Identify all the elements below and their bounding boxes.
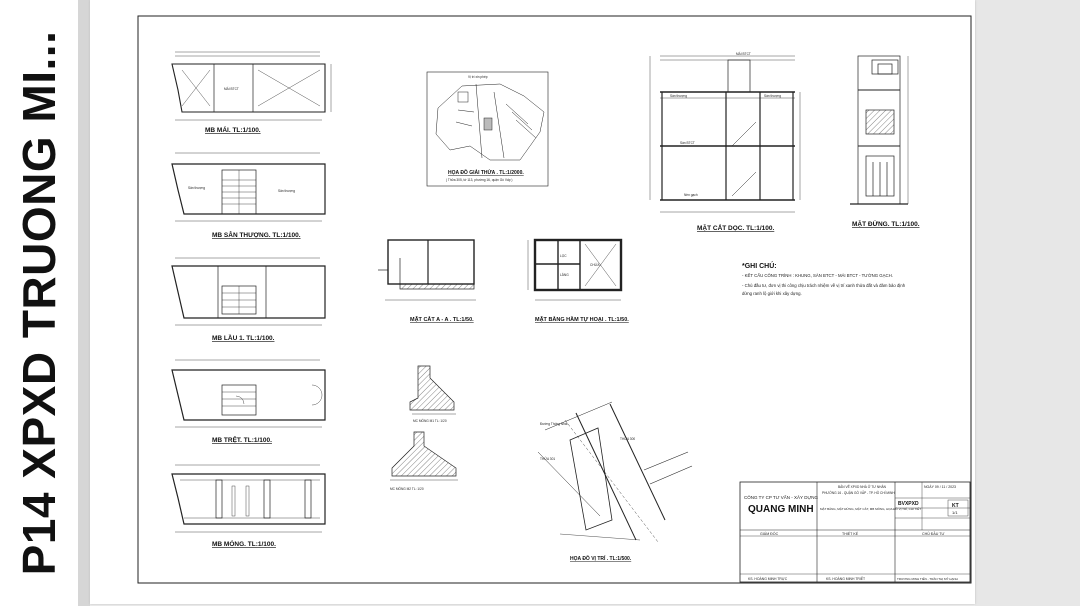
septic-label-3: CHỨA bbox=[590, 262, 600, 267]
section-terrace-label-2: Sàn thượng bbox=[764, 94, 781, 98]
section-roof-label: MÁI BTCT bbox=[736, 52, 751, 56]
footing-m1-title: MC MÓNG M1 TL: 1/20 bbox=[413, 418, 447, 423]
notes-line-2: - Chủ đầu tư, đơn vị thi công chịu trách… bbox=[742, 283, 906, 288]
longitudinal-section-title: MẶT CẮT DỌC. TL:1/100. bbox=[697, 223, 774, 232]
terrace-plan-title: MB SÂN THƯỢNG. TL:1/100. bbox=[212, 230, 301, 239]
section-terrace-label-1: Sàn thượng bbox=[670, 94, 687, 98]
vertical-title: P14 XPXD TRUONG MI... bbox=[13, 30, 65, 576]
site-location-plan bbox=[537, 401, 693, 543]
septic-tank-plan bbox=[527, 238, 623, 301]
role-designer: THIẾT KẾ bbox=[842, 531, 859, 536]
foundation-plan bbox=[171, 464, 326, 533]
left-title-bar: P14 XPXD TRUONG MI... bbox=[0, 0, 78, 606]
terrace-plan bbox=[171, 152, 326, 222]
drawing-contents: MẶT BẰNG, MẶT ĐỨNG, MẶT CẮT, MB MÓNG, HỌ… bbox=[820, 506, 921, 511]
drawing-canvas: MÁI BTCT MB MÁI. TL:1/100. Sân thượng Sâ… bbox=[137, 15, 972, 584]
notes-title: *GHI CHÚ: bbox=[742, 261, 777, 270]
role-director: GIÁM ĐỐC bbox=[760, 531, 779, 536]
drawing-number: BVXPXD bbox=[898, 501, 919, 507]
signature-director: KS. HOÀNG MINH TRỰC bbox=[748, 577, 788, 581]
sheet-label: KT bbox=[952, 503, 959, 509]
right-gutter bbox=[975, 0, 1080, 606]
roof-label: MÁI BTCT bbox=[224, 87, 239, 91]
footing-m2-title: MC MÓNG M2 TL: 1/20 bbox=[390, 486, 424, 491]
project-line-2: PHƯỜNG 16 - QUẬN GÒ VẤP - TP. HỒ CHÍ MIN… bbox=[822, 490, 895, 495]
floor1-plan bbox=[171, 257, 326, 326]
ground-plan bbox=[171, 359, 326, 428]
front-elevation-title: MẶT ĐỨNG. TL:1/100. bbox=[852, 219, 920, 228]
cadastral-map bbox=[426, 71, 549, 187]
front-elevation bbox=[850, 55, 909, 205]
site-road-label: Đường Thống Nhất bbox=[540, 422, 568, 426]
septic-tank-title: MẶT BẰNG HẦM TỰ HOẠI . TL:1/50. bbox=[535, 315, 629, 323]
project-line-1: BẢN VẼ XPXD NHÀ Ở TƯ NHÂN bbox=[838, 484, 887, 489]
title-block bbox=[739, 481, 971, 583]
foundation-plan-title: MB MÓNG. TL:1/100. bbox=[212, 539, 276, 548]
longitudinal-section bbox=[649, 55, 801, 213]
notes-line-1: - KẾT CẤU CÔNG TRÌNH : KHUNG, SÀN BTCT -… bbox=[742, 273, 893, 278]
cadastral-marker: Vị trí xin phép bbox=[468, 75, 488, 79]
signature-designer: KS. HOÀNG MINH TRIẾT bbox=[826, 576, 865, 581]
date-label: NGÀY 09 / 11 / 2023 bbox=[924, 485, 956, 489]
notes-line-3: dừng ranh lộ giới khi xây dựng. bbox=[742, 291, 802, 296]
sheet-border bbox=[137, 15, 972, 584]
cadastral-subtitle: ( Thửa 305, tờ 113, phường 16, quận Gò V… bbox=[446, 178, 512, 182]
drawing-sheet: MÁI BTCT MB MÁI. TL:1/100. Sân thượng Sâ… bbox=[90, 0, 975, 604]
roof-plan-title: MB MÁI. TL:1/100. bbox=[205, 125, 261, 134]
site-lot-left: THỬA 301 bbox=[540, 456, 555, 461]
septic-label-2: LẮNG bbox=[560, 272, 569, 277]
section-ground-label: Nền gạch bbox=[684, 193, 698, 197]
sheet-of: 1/1 bbox=[952, 510, 958, 515]
footing-m1-section bbox=[409, 365, 456, 415]
ground-plan-title: MB TRỆT. TL:1/100. bbox=[212, 435, 272, 444]
terrace-label-left: Sân thượng bbox=[188, 186, 205, 190]
section-slab-label: Sàn BTCT bbox=[680, 141, 695, 145]
roof-plan bbox=[171, 51, 332, 121]
company-line: CÔNG TY CP TƯ VẤN - XÂY DỰNG bbox=[744, 494, 819, 500]
cadastral-title: HỌA ĐỒ GIẢI THỬA . TL:1/2000. bbox=[448, 169, 524, 176]
site-plan-title: HỌA ĐỒ VỊ TRÍ . TL:1/500. bbox=[570, 554, 632, 562]
section-a-a-title: MẶT CẮT A - A . TL:1/50. bbox=[410, 315, 474, 323]
company-name: QUANG MINH bbox=[748, 504, 814, 515]
septic-label-1: LỌC bbox=[560, 254, 567, 258]
footing-m2-section bbox=[390, 431, 458, 481]
left-gutter bbox=[78, 0, 90, 606]
floor1-plan-title: MB LẦU 1. TL:1/100. bbox=[212, 332, 275, 342]
role-owner: CHỦ ĐẦU TƯ bbox=[922, 531, 945, 536]
terrace-label-right: Sân thượng bbox=[278, 189, 295, 193]
section-a-a bbox=[378, 239, 476, 301]
site-lot-right: THỬA 300 bbox=[620, 436, 635, 441]
signature-owner: TRƯƠNG MINH TIẾN - TRẦN THỊ MỸ HẠNH bbox=[897, 576, 958, 581]
